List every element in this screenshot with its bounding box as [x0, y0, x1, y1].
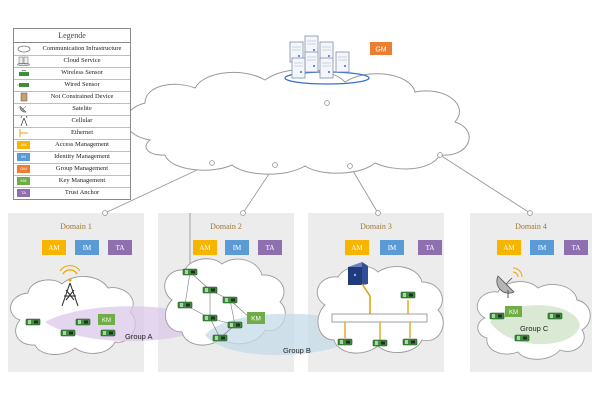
group-c-label: Group C	[520, 324, 549, 333]
wireless-sensor-icon	[19, 69, 29, 76]
legend-label: Wireless Sensor	[61, 69, 103, 76]
legend-row-satelite: Satelite	[14, 103, 130, 116]
legend-row-trust-anchor: TA Trust Anchor	[14, 187, 130, 199]
domain-3-am-badge	[345, 240, 369, 255]
device-icon	[348, 262, 368, 285]
ethernet-icon	[19, 129, 28, 137]
gm-badge	[370, 42, 392, 55]
domain-3-ta-badge	[418, 240, 442, 255]
legend-row-wireless-sensor: Wireless Sensor	[14, 67, 130, 80]
domain-1-km-label: KM	[102, 318, 111, 324]
domain-3-cloud	[316, 265, 444, 354]
legend-title: Legende	[14, 29, 130, 43]
ethernet-drops	[344, 300, 411, 340]
backbone-nodes	[102, 100, 533, 216]
domain-4-im-label: IM	[538, 244, 547, 252]
domain-1-km-sensor	[100, 329, 116, 337]
domain-1-title: Domain 1	[60, 222, 92, 231]
legend-label: Trust Anchor	[64, 189, 100, 196]
legend-label: Not Constrained Device	[50, 93, 114, 100]
legend-label: Cloud Service	[63, 57, 101, 64]
legend-label: Access Management	[55, 141, 109, 148]
domain-1-km-badge	[98, 314, 115, 325]
ethernet-bus	[331, 313, 428, 323]
cellular-tower-icon	[59, 265, 81, 307]
legend-label: Group Management	[55, 165, 109, 172]
domain-2-am-label: AM	[199, 244, 211, 252]
legend-label: Satelite	[72, 105, 92, 112]
legend-label: Ethernet	[70, 129, 94, 136]
domain-4-km-badge	[505, 306, 522, 317]
domain-2-ta-badge	[258, 240, 282, 255]
domain-1-im-label: IM	[83, 244, 92, 252]
domain-4-ta-badge	[564, 240, 588, 255]
domain-3-ta-label: TA	[426, 244, 435, 252]
domain-4-ta-label: TA	[572, 244, 581, 252]
gm-label: GM	[375, 47, 386, 54]
domain-2-im-badge	[225, 240, 249, 255]
legend-label: Identity Management	[54, 153, 110, 160]
domain-4-am-badge	[497, 240, 521, 255]
domain-1-ta-badge	[108, 240, 132, 255]
legend-row-wired-sensor: Wired Sensor	[14, 79, 130, 92]
domain-3-am-label: AM	[351, 244, 363, 252]
domain-3-title: Domain 3	[360, 222, 392, 231]
domain-1-am-label: AM	[48, 244, 60, 252]
domain-4-title: Domain 4	[515, 222, 547, 231]
legend: Legende Communication Infrastructure Clo…	[13, 28, 131, 200]
server-icon	[17, 56, 30, 66]
group-a-label: Group A	[125, 332, 153, 341]
im-swatch: IM	[17, 153, 30, 161]
domain-1-ta-label: TA	[116, 244, 125, 252]
legend-label: Wired Sensor	[64, 81, 100, 88]
domain-4-am-label: AM	[503, 244, 515, 252]
wired-sensor-icon	[17, 83, 29, 87]
legend-row-not-constrained-device: Not Constrained Device	[14, 91, 130, 104]
domain-3-im-badge	[380, 240, 404, 255]
legend-row-communication-infrastructure: Communication Infrastructure	[14, 43, 130, 56]
group-b-label: Group B	[283, 346, 311, 355]
domain-1-im-badge	[75, 240, 99, 255]
domain-2-km-badge	[247, 312, 265, 324]
domain-2-ta-label: TA	[266, 244, 275, 252]
domain-4-im-badge	[530, 240, 554, 255]
legend-label: Cellular	[71, 117, 93, 124]
legend-label: Communication Infrastructure	[42, 45, 122, 52]
gm-swatch: GM	[17, 165, 30, 173]
ta-swatch: TA	[17, 189, 30, 197]
device-ethernet-link	[361, 283, 371, 315]
legend-row-cellular: Cellular	[14, 115, 130, 128]
main-cloud	[125, 68, 470, 175]
cloud-icon	[17, 45, 31, 53]
km-swatch: KM	[17, 177, 30, 185]
legend-row-ethernet: Ethernet	[14, 127, 130, 140]
satellite-icon	[19, 105, 27, 113]
legend-row-key-management: KM Key Management	[14, 175, 130, 188]
device-icon	[20, 92, 28, 102]
legend-label: Key Management	[58, 177, 106, 184]
domain-1-am-badge	[42, 240, 66, 255]
domain-2-im-label: IM	[233, 244, 242, 252]
domain-2-am-badge	[193, 240, 217, 255]
domain-2-title: Domain 2	[210, 222, 242, 231]
legend-row-access-management: AM Access Management	[14, 139, 130, 152]
cellular-tower-icon	[20, 116, 28, 126]
domain-4-km-label: KM	[509, 310, 518, 316]
legend-row-group-management: GM Group Management	[14, 163, 130, 176]
am-swatch: AM	[17, 141, 30, 149]
domain-3-im-label: IM	[388, 244, 397, 252]
legend-row-cloud-service: Cloud Service	[14, 55, 130, 68]
domain-2-km-label: KM	[251, 316, 261, 323]
satellite-icon	[496, 267, 523, 298]
legend-row-identity-management: IM Identity Management	[14, 151, 130, 164]
